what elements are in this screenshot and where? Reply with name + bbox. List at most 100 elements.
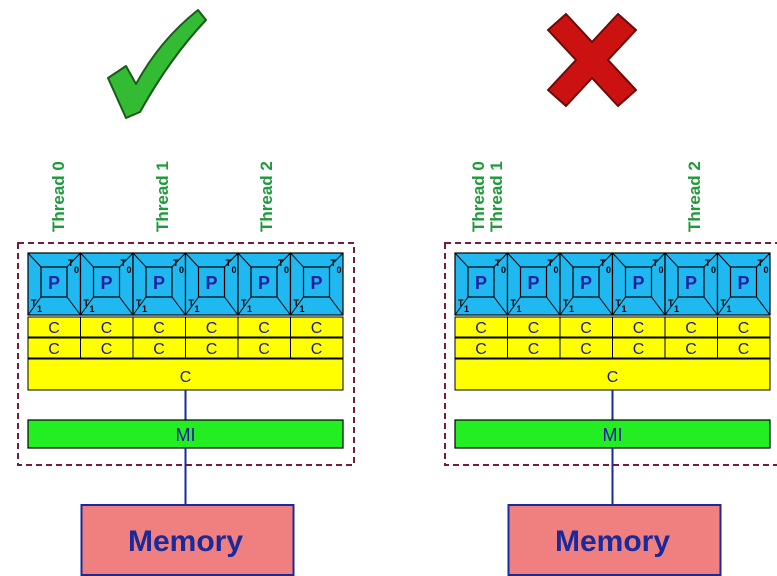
thread-label-0: Thread 0: [469, 161, 488, 232]
thread-slot-top-index: 0: [284, 265, 289, 275]
thread-slot-top: T: [68, 258, 74, 268]
thread-slot-bottom: T: [84, 298, 90, 308]
core-inner: [572, 266, 600, 298]
thread-slot-bottom-index: 1: [247, 304, 252, 314]
thread-slot-top: T: [331, 258, 337, 268]
core-edge: [664, 296, 679, 316]
thread-slot-bottom-index: 1: [674, 304, 679, 314]
l1-cache-label: C: [48, 320, 60, 337]
l1-cache-5: [290, 316, 344, 338]
thread-slot-top: T: [495, 258, 501, 268]
core-edge: [237, 296, 252, 316]
thread-slot-bottom: T: [668, 298, 674, 308]
thread-slot-top: T: [705, 258, 711, 268]
core-edge: [80, 296, 94, 316]
core-edge: [27, 252, 42, 268]
core-inner: [677, 266, 705, 298]
cross-icon: [547, 13, 637, 107]
l1-cache-label: C: [101, 320, 113, 337]
core-edge: [703, 252, 718, 268]
l1-cache-label: C: [258, 320, 270, 337]
thread-slot-top: T: [548, 258, 554, 268]
thread-slot-bottom-index: 1: [90, 304, 95, 314]
thread-slot-bottom-index: 1: [37, 304, 42, 314]
l2-cache-5: [290, 337, 344, 359]
cross-mark-shape: [547, 13, 637, 107]
shared-cache-label: C: [180, 369, 192, 386]
l2-cache-label: C: [258, 341, 270, 358]
memory-interface: [454, 419, 771, 449]
core-edge: [559, 252, 574, 268]
l2-cache-label: C: [528, 341, 540, 358]
check-icon: [107, 9, 207, 119]
core-edge: [185, 252, 199, 268]
thread-slot-top-index: 0: [606, 265, 611, 275]
thread-slot-bottom: T: [721, 298, 727, 308]
l2-cache-label: C: [206, 341, 218, 358]
core-inner: [92, 266, 121, 298]
core-edge: [171, 252, 186, 268]
memory-interface-label: MI: [603, 425, 623, 445]
core-edge: [651, 296, 666, 316]
l1-cache-label: C: [738, 320, 750, 337]
core-edge: [290, 252, 304, 268]
memory-interface-label: MI: [176, 425, 196, 445]
l2-cache-label: C: [153, 341, 165, 358]
memory-block: [507, 504, 722, 576]
core-edge: [132, 296, 147, 316]
l2-cache-label: C: [311, 341, 323, 358]
core-edge: [276, 296, 291, 316]
thread-slot-top: T: [600, 258, 606, 268]
core-edge: [329, 296, 344, 316]
core-inner: [729, 266, 758, 298]
l2-cache-label: C: [475, 341, 487, 358]
thread-slot-bottom-index: 1: [300, 304, 305, 314]
thread-label-1: Thread 1: [153, 161, 172, 232]
memory-label: Memory: [128, 525, 243, 558]
core-edge: [559, 296, 574, 316]
l2-cache-label: C: [685, 341, 697, 358]
l1-cache-label: C: [685, 320, 697, 337]
core-edge: [171, 296, 186, 316]
core-inner: [40, 266, 68, 298]
core-body: [664, 252, 719, 316]
core-label: P: [48, 273, 60, 293]
core-inner: [197, 266, 226, 298]
l2-cache-label: C: [738, 341, 750, 358]
core-edge: [454, 296, 469, 316]
core-inner: [519, 266, 548, 298]
core-label: P: [310, 273, 322, 293]
core-edge: [119, 252, 134, 268]
thread-slot-top: T: [121, 258, 127, 268]
core-edge: [507, 296, 521, 316]
l1-cache-label: C: [475, 320, 487, 337]
core-edge: [454, 252, 469, 268]
thread-label-2: Thread 2: [685, 161, 704, 232]
core-edge: [664, 252, 679, 268]
core-edge: [132, 252, 147, 268]
thread-label-0: Thread 0: [49, 161, 68, 232]
thread-slot-top: T: [653, 258, 659, 268]
thread-slot-top-index: 0: [501, 265, 506, 275]
thread-slot-bottom-index: 1: [517, 304, 522, 314]
core-edge: [329, 252, 344, 268]
thread-slot-top-index: 0: [554, 265, 559, 275]
l2-cache-label: C: [101, 341, 113, 358]
core-label: P: [205, 273, 217, 293]
l2-cache-label: C: [633, 341, 645, 358]
thread-slot-bottom: T: [458, 298, 464, 308]
thread-slot-bottom: T: [31, 298, 37, 308]
thread-slot-top: T: [758, 258, 764, 268]
core-edge: [507, 252, 521, 268]
l2-cache-5: [717, 337, 771, 359]
thread-slot-bottom-index: 1: [622, 304, 627, 314]
core-label: P: [475, 273, 487, 293]
